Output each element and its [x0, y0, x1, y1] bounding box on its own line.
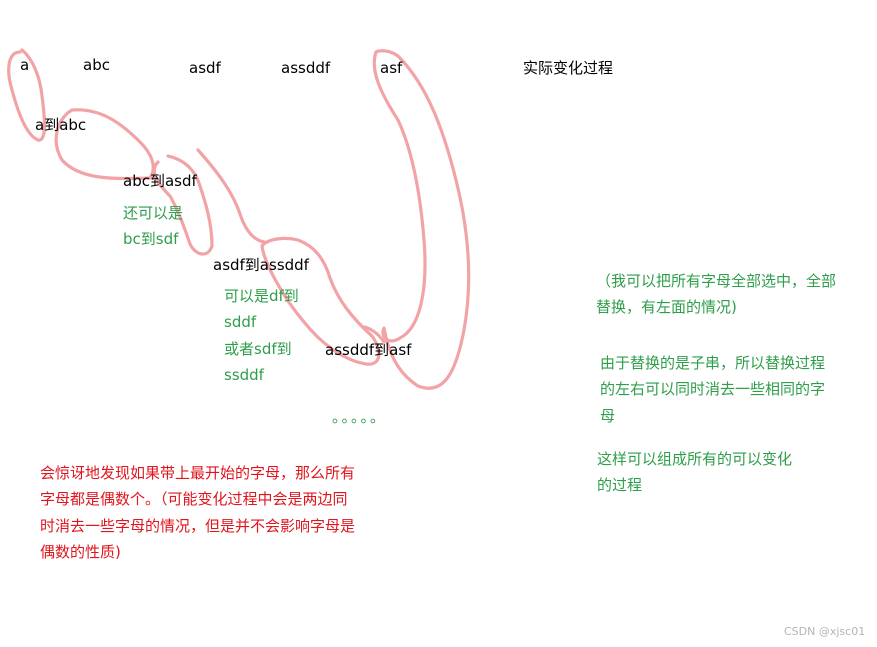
note-right-1: （我可以把所有字母全部选中，全部 替换，有左面的情况): [596, 268, 836, 321]
note-right-3-line: 的过程: [597, 476, 643, 495]
seq-asdf: asdf: [189, 59, 221, 77]
seq-a: a: [20, 56, 30, 74]
alt-note-2-line: ssddf: [224, 365, 264, 384]
alt-note-2-line: 可以是df到: [224, 287, 299, 305]
step-a-to-abc: a到abc: [35, 116, 87, 134]
stroke-a-abc: [54, 108, 155, 181]
heading-actual-process: 实际变化过程: [523, 59, 614, 77]
note-left-line: 会惊讶地发现如果带上最开始的字母，那么所有: [40, 464, 356, 482]
watermark: CSDN @xjsc01: [784, 625, 866, 638]
alt-note-1-line: bc到sdf: [123, 230, 179, 249]
step-assddf-to-asf: assddf到asf: [325, 341, 412, 359]
seq-asf: asf: [380, 59, 403, 77]
stroke-a: [7, 48, 47, 142]
step-asdf-to-assddf: asdf到assddf: [213, 256, 309, 274]
note-left-line: 字母都是偶数个。（可能变化过程中会是两边同: [40, 490, 348, 509]
note-right-1-line: （我可以把所有字母全部选中，全部: [596, 272, 837, 290]
stroke-asdf-branch: [196, 148, 266, 244]
alt-note-2-line: sddf: [224, 313, 257, 332]
seq-assddf: assddf: [281, 59, 331, 77]
alt-note-2-line: 或者sdf到: [224, 339, 292, 358]
ellipsis: 。。。。。: [332, 408, 388, 426]
note-left: 会惊讶地发现如果带上最开始的字母，那么所有 字母都是偶数个。（可能变化过程中会是…: [40, 460, 355, 565]
note-right-2-line: 由于替换的是子串，所以替换过程: [600, 354, 826, 372]
note-right-3: 这样可以组成所有的可以变化 的过程: [597, 446, 792, 499]
note-right-2: 由于替换的是子串，所以替换过程 的左右可以同时消去一些相同的字 母: [600, 350, 825, 429]
stroke-abc-asdf: [152, 154, 214, 256]
seq-abc: abc: [83, 56, 110, 74]
note-right-2-line: 的左右可以同时消去一些相同的字: [600, 380, 826, 399]
note-right-2-line: 母: [600, 406, 616, 425]
note-left-line: 时消去一些字母的情况，但是并不会影响字母是: [40, 516, 356, 535]
note-left-line: 偶数的性质): [40, 542, 121, 561]
note-right-3-line: 这样可以组成所有的可以变化: [597, 450, 793, 468]
alt-note-1: 还可以是 bc到sdf: [123, 200, 183, 253]
alt-note-1-line: 还可以是: [123, 204, 184, 222]
stroke-asf-hook: [363, 325, 386, 344]
stroke-asdf-assddf: [260, 236, 381, 366]
stroke-asf-loop: [372, 49, 471, 390]
note-right-1-line: 替换，有左面的情况): [596, 298, 737, 317]
step-abc-to-asdf: abc到asdf: [123, 172, 197, 190]
alt-note-2: 可以是df到 sddf 或者sdf到 ssddf: [224, 283, 299, 388]
